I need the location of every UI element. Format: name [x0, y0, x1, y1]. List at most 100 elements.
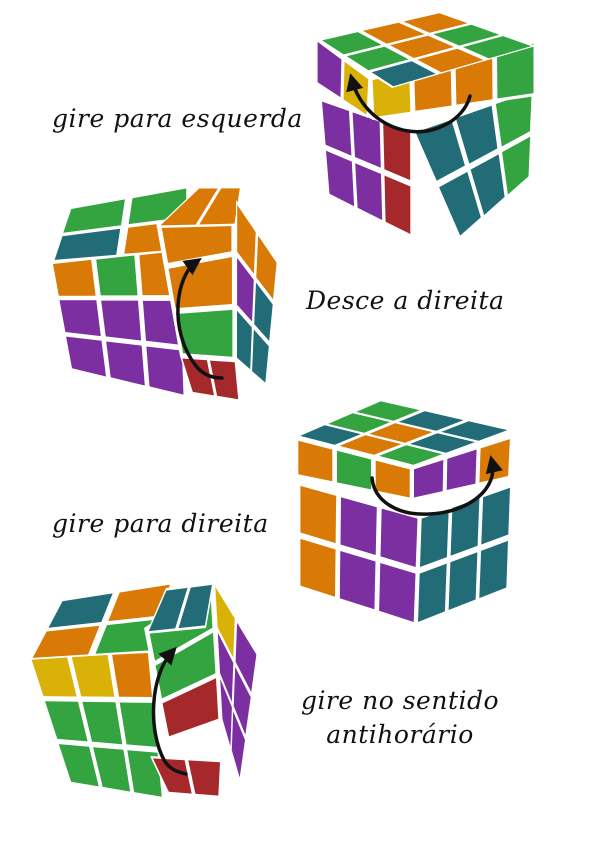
cube-sticker: [106, 341, 145, 386]
cube-4-top-face: [28, 582, 174, 660]
cube-sticker: [63, 199, 125, 233]
cube-sticker: [322, 101, 352, 156]
cube-3-right-face: [416, 484, 512, 626]
cube-2-red-strip: [180, 356, 240, 402]
cube-sticker: [252, 329, 269, 383]
cube-sticker: [82, 701, 123, 745]
cube-sticker: [450, 498, 480, 556]
cube-sticker: [54, 228, 121, 260]
cube-sticker: [414, 460, 444, 498]
cube-4-right-face: [214, 582, 258, 782]
cube-sticker: [220, 678, 232, 747]
cube-sticker: [479, 540, 508, 599]
cube-sticker: [182, 358, 214, 396]
cube-sticker: [439, 171, 481, 236]
cube-sticker: [352, 112, 381, 168]
cube-sticker: [66, 336, 106, 377]
cube-sticker: [322, 32, 382, 55]
cube-4-rotation-arrow: [151, 646, 188, 776]
cube-step-1-illustration: [316, 12, 536, 240]
cube-sticker: [148, 587, 188, 632]
cube-sticker: [48, 593, 113, 628]
cube-sticker: [446, 449, 477, 490]
cube-sticker: [355, 163, 383, 221]
cube-step-3-illustration: [296, 400, 512, 626]
cube-sticker: [237, 204, 256, 274]
cube-sticker: [93, 747, 131, 792]
cube-sticker: [410, 433, 475, 453]
cube-sticker: [152, 758, 192, 794]
cube-sticker: [455, 105, 498, 164]
cube-sticker: [497, 43, 534, 99]
cube-sticker: [112, 653, 152, 697]
cube-4-rotated-slice-top: [146, 582, 214, 634]
cube-sticker: [417, 48, 484, 73]
cube-sticker: [237, 310, 252, 370]
cube-sticker: [300, 538, 336, 597]
cube-sticker: [210, 360, 239, 400]
cube-sticker: [415, 120, 465, 181]
cube-sticker: [339, 551, 376, 610]
cube-3-rotation-arrow: [370, 455, 503, 516]
cube-sticker: [217, 632, 234, 702]
cube-sticker: [300, 425, 361, 445]
cube-sticker: [448, 552, 478, 610]
cube-sticker: [96, 255, 138, 296]
cube-sticker: [233, 667, 251, 735]
cube-3-front-face: [298, 482, 420, 626]
cube-sticker: [108, 584, 170, 622]
cube-step-4-illustration: [28, 582, 258, 800]
cube-sticker: [162, 678, 219, 737]
cube-sticker: [155, 632, 216, 699]
cube-sticker: [383, 123, 411, 181]
cube-sticker: [362, 22, 425, 44]
cube-sticker: [231, 711, 245, 778]
cube-3-top-face: [296, 400, 512, 466]
step-4-caption-line-2: antihorário: [326, 720, 474, 749]
cube-2-front-face: [50, 248, 186, 398]
cube-sticker: [356, 401, 420, 421]
cube-sticker: [340, 497, 377, 555]
cube-sticker: [59, 300, 101, 337]
cube-sticker: [146, 346, 184, 395]
cube-sticker: [101, 300, 142, 341]
cube-sticker: [317, 41, 342, 98]
cube-sticker: [375, 460, 410, 498]
cube-step-2-illustration: [50, 186, 278, 402]
cube-1-rotation-arrow: [346, 73, 472, 134]
cube-sticker: [160, 188, 218, 226]
cube-sticker: [420, 509, 449, 567]
face-backing: [370, 40, 536, 120]
cube-sticker: [142, 300, 182, 345]
step-3-caption: gire para direita: [52, 509, 269, 538]
cube-sticker: [470, 154, 505, 216]
cube-2-right-face: [236, 200, 278, 386]
cube-sticker: [256, 235, 277, 300]
cube-sticker: [378, 445, 443, 465]
cube-2-rotated-slice-top: [156, 186, 242, 228]
cube-2-rotation-arrow: [176, 257, 224, 380]
cube-sticker: [119, 702, 157, 747]
cube-sticker: [176, 309, 233, 357]
cube-sticker: [188, 760, 220, 796]
cube-3-top-layer-right: [412, 436, 512, 500]
cube-sticker: [495, 91, 532, 147]
cube-sticker: [337, 450, 371, 490]
cube-sticker: [339, 435, 402, 455]
cube-sticker: [380, 508, 418, 567]
cube-sticker: [369, 423, 433, 443]
cube-4-front-face: [28, 650, 164, 800]
cube-sticker: [178, 584, 212, 629]
cube-sticker: [441, 421, 508, 441]
cube-1-top-face: [318, 12, 536, 88]
cube-sticker: [328, 413, 391, 433]
cube-sticker: [215, 586, 235, 658]
cube-sticker: [326, 150, 355, 207]
cube-3-top-layer-front: [296, 438, 412, 500]
cube-sticker: [32, 625, 100, 658]
cube-sticker: [300, 485, 337, 544]
cube-sticker: [481, 487, 510, 545]
cube-1-left-face: [320, 98, 412, 238]
